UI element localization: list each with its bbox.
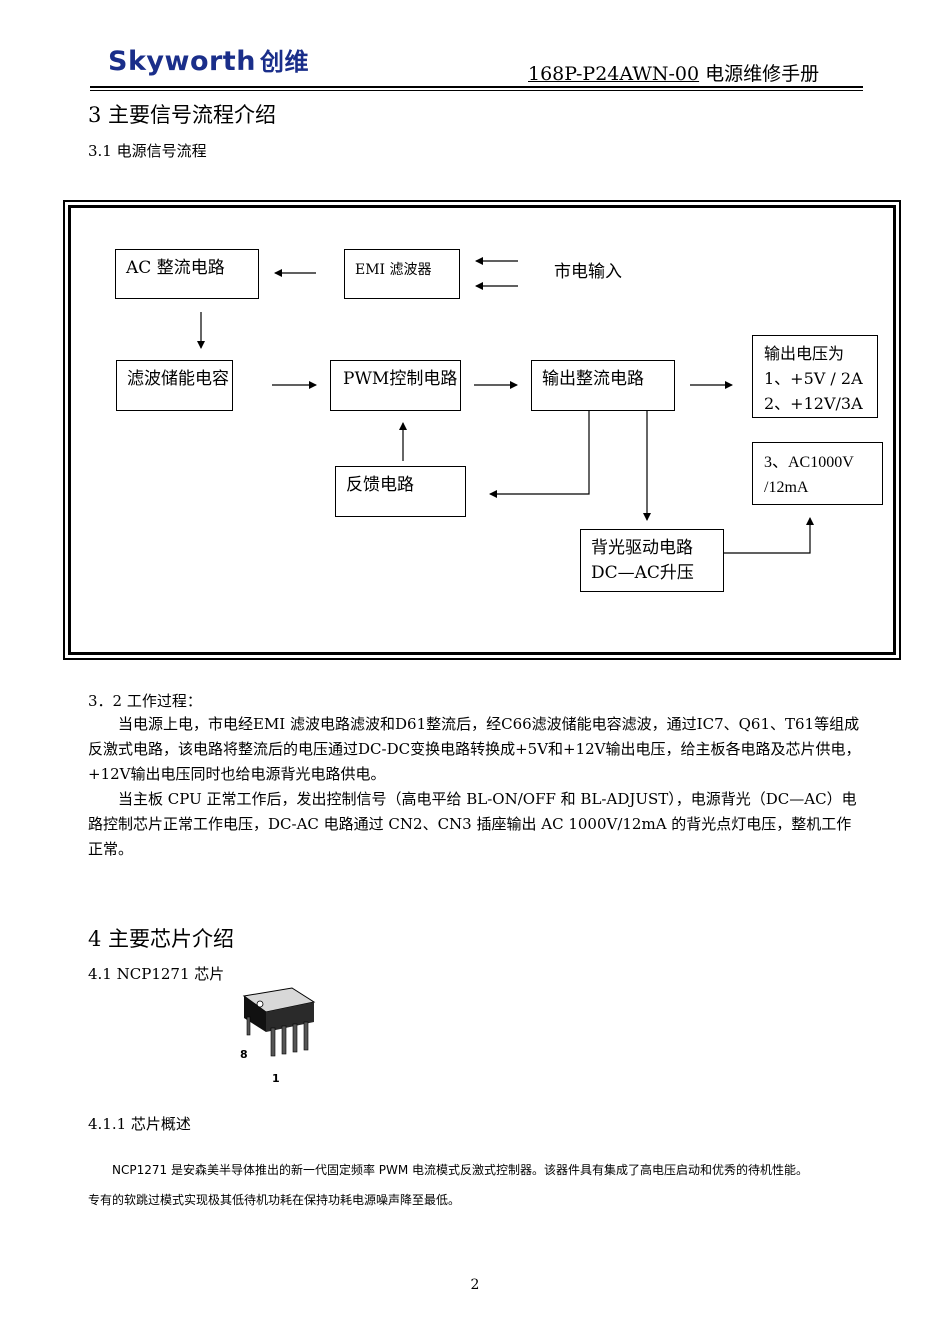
pin-1-label: 1 bbox=[272, 1072, 280, 1085]
output-voltage-title: 输出电压为 bbox=[764, 344, 845, 363]
diagram-frame-outer bbox=[63, 200, 901, 660]
ncp1271-chip-image: 8 1 bbox=[240, 987, 316, 1085]
header-rule bbox=[90, 86, 863, 88]
output-voltage-1: 1、+5V / 2A bbox=[764, 369, 863, 388]
pin-8-label: 8 bbox=[240, 1048, 248, 1061]
feedback-box: 反馈电路 bbox=[335, 466, 466, 517]
output-ac-line2: /12mA bbox=[764, 479, 809, 496]
section-4-1-1-heading: 4.1.1 芯片概述 bbox=[88, 1115, 191, 1133]
mains-input-label: 市电输入 bbox=[554, 262, 622, 282]
section-3-2-heading: 3．2 工作过程： bbox=[88, 692, 202, 710]
section-3-1-heading: 3.1 电源信号流程 bbox=[88, 142, 207, 160]
backlight-driver-box: 背光驱动电路 DC—AC升压 bbox=[580, 529, 724, 592]
backlight-driver-line1: 背光驱动电路 bbox=[591, 538, 693, 558]
output-ac-box: 3、AC1000V /12mA bbox=[752, 442, 883, 505]
page-number: 2 bbox=[470, 1277, 480, 1293]
arrow-out-to-feedback bbox=[489, 411, 590, 498]
section-4-1-heading: 4.1 NCP1271 芯片 bbox=[88, 965, 225, 983]
arrow-backlight-to-ac bbox=[724, 517, 814, 554]
document-title: 168P-P24AWN-00 电源维修手册 bbox=[528, 63, 820, 85]
output-ac-line1: 3、AC1000V bbox=[764, 454, 854, 471]
section-4-heading: 4 主要芯片介绍 bbox=[88, 927, 235, 951]
work-process-paragraph-1: 当电源上电，市电经EMI 滤波电路滤波和D61整流后，经C66滤波储能电容滤波，… bbox=[88, 715, 861, 783]
output-voltage-2: 2、+12V/3A bbox=[764, 394, 863, 413]
ac-rectifier-box: AC 整流电路 bbox=[115, 249, 259, 299]
work-process-paragraph-2: 当主板 CPU 正常工作后，发出控制信号（高电平给 BL-ON/OFF 和 BL… bbox=[88, 790, 857, 858]
filter-capacitor-box: 滤波储能电容 bbox=[116, 360, 233, 411]
emi-filter-box: EMI 滤波器 bbox=[344, 249, 460, 299]
chip-overview-line-1: NCP1271 是安森美半导体推出的新一代固定频率 PWM 电流模式反激式控制器… bbox=[112, 1163, 809, 1177]
chip-overview-line-2: 专有的软跳过模式实现极其低待机功耗在保持功耗电源噪声降至最低。 bbox=[88, 1193, 461, 1207]
output-rectifier-box: 输出整流电路 bbox=[531, 360, 675, 411]
diagram-frame-inner bbox=[68, 205, 896, 655]
diagram-arrows bbox=[197, 257, 814, 554]
pwm-control-box: PWM控制电路 bbox=[330, 360, 461, 411]
backlight-driver-line2: DC—AC升压 bbox=[591, 563, 694, 583]
header-rule-thin bbox=[90, 90, 863, 91]
output-voltage-box: 输出电压为 1、+5V / 2A 2、+12V/3A bbox=[752, 335, 878, 418]
section-3-heading: 3 主要信号流程介绍 bbox=[88, 103, 277, 127]
chip-overview-text: NCP1271 是安森美半导体推出的新一代固定频率 PWM 电流模式反激式控制器… bbox=[88, 1155, 868, 1215]
